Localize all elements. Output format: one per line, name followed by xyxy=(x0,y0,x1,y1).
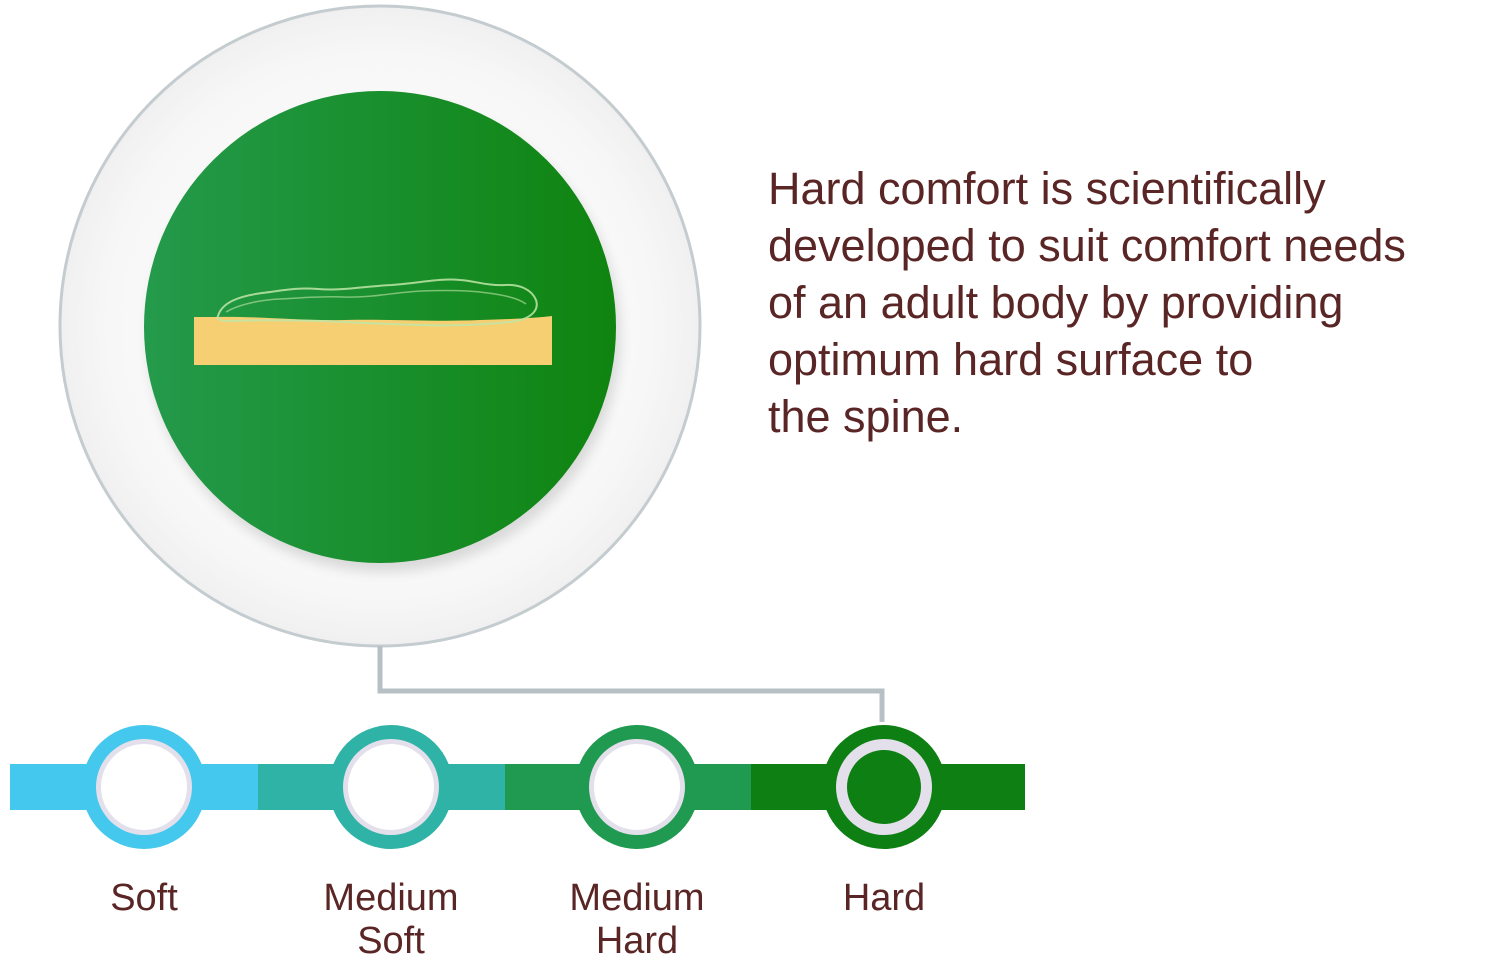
firmness-level-marker[interactable] xyxy=(575,725,699,849)
body-outline xyxy=(216,278,538,327)
marker-inner xyxy=(348,744,434,830)
firmness-label-line: Hard xyxy=(595,920,679,962)
body-outline-inner xyxy=(225,289,527,313)
description-line: optimum hard surface to xyxy=(768,334,1254,385)
firmness-level-marker[interactable] xyxy=(329,725,453,849)
firmness-label-line: Soft xyxy=(357,920,425,962)
mattress-body-icon xyxy=(194,278,552,365)
description-line: Hard comfort is scientifically xyxy=(768,163,1326,214)
firmness-label: Hard xyxy=(784,877,984,920)
description-line: developed to suit comfort needs xyxy=(768,220,1406,271)
firmness-label-line: Hard xyxy=(842,877,926,919)
marker-inner xyxy=(594,744,680,830)
firmness-label-line: Medium xyxy=(569,877,705,919)
firmness-label-line: Medium xyxy=(323,877,459,919)
marker-selected-dot xyxy=(847,750,921,824)
firmness-label: Soft xyxy=(44,877,244,920)
firmness-markers xyxy=(82,725,946,849)
selection-connector xyxy=(377,646,885,722)
description-line: the spine. xyxy=(768,391,964,442)
description-line: of an adult body by providing xyxy=(768,277,1344,328)
firmness-level-marker[interactable] xyxy=(82,725,206,849)
firmness-level-marker[interactable] xyxy=(822,725,946,849)
firmness-label-line: Soft xyxy=(110,877,178,919)
description-text: Hard comfort is scientifically developed … xyxy=(768,160,1498,445)
mattress-shape xyxy=(194,316,552,365)
marker-inner xyxy=(101,744,187,830)
